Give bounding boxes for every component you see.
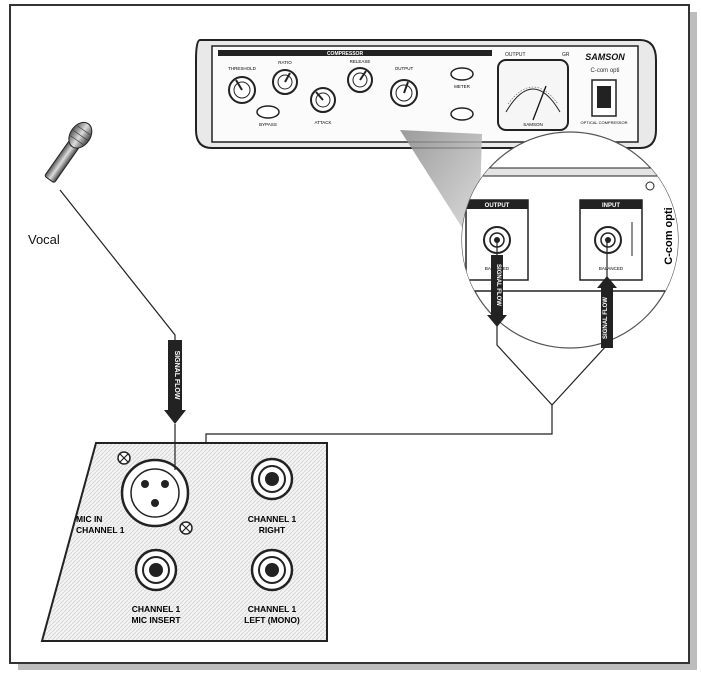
output-knob-label: OUTPUT	[395, 66, 414, 71]
channel-1-left-label-1: CHANNEL 1	[248, 604, 297, 614]
mic-in-channel-label: CHANNEL 1	[76, 525, 125, 535]
compressor-title-bar	[218, 50, 492, 56]
threshold-knob[interactable]: THRESHOLD	[228, 66, 257, 104]
attack-label: ATTACK	[314, 120, 331, 125]
output-signal-flow-arrow: SIGNAL FLOW	[487, 255, 507, 327]
output-signal-flow-label: SIGNAL FLOW	[495, 264, 501, 306]
meter-label: METER	[454, 84, 471, 89]
vu-needle	[532, 85, 547, 121]
attack-knob[interactable]: ATTACK	[310, 87, 336, 125]
meter-button[interactable]: METER	[450, 67, 474, 89]
xlr-pin	[141, 480, 149, 488]
output-knob[interactable]: OUTPUT	[390, 66, 418, 107]
microphone-icon	[44, 121, 93, 183]
input-jack[interactable]	[594, 226, 622, 254]
channel-1-left-label-2: LEFT (MONO)	[244, 615, 300, 625]
compressor-section-title: COMPRESSOR	[327, 51, 364, 57]
brand-logo: SAMSON	[585, 52, 625, 62]
threshold-label: THRESHOLD	[228, 66, 257, 71]
bypass-label: BYPASS	[259, 122, 277, 127]
vocal-label: Vocal	[28, 232, 60, 247]
screw-icon	[179, 521, 193, 535]
input-signal-flow-label: SIGNAL FLOW	[603, 297, 609, 339]
channel-1-right-jack[interactable]	[250, 457, 294, 501]
channel-1-insert-label-2: MIC INSERT	[131, 615, 181, 625]
channel-1-insert-label-1: CHANNEL 1	[132, 604, 181, 614]
compressor-front-panel	[211, 45, 639, 143]
ratio-knob[interactable]: RATIO	[272, 60, 298, 95]
model-name: C-com opti	[590, 68, 619, 74]
channel-1-right-label-2: RIGHT	[259, 525, 286, 535]
bypass-button[interactable]: BYPASS	[256, 105, 280, 127]
mic-signal-flow-label: SIGNAL FLOW	[173, 351, 180, 400]
vu-brand: SAMSON	[523, 122, 543, 127]
compressor-gr-label: GR	[562, 52, 570, 58]
mic-signal-flow-arrow: SIGNAL FLOW	[164, 340, 186, 424]
channel-1-left-mono-jack[interactable]	[250, 548, 294, 592]
zoom-output-label: OUTPUT	[485, 203, 510, 209]
compressor-output-label: OUTPUT	[505, 52, 526, 58]
release-label: RELEASE	[350, 59, 371, 64]
compressor-unit: COMPRESSOR OUTPUT GR THRESHOLD RATIO ATT…	[195, 39, 657, 149]
ratio-label: RATIO	[278, 60, 292, 65]
power-caption: OPTICAL COMPRESSOR	[581, 120, 628, 125]
power-switch[interactable]	[591, 79, 617, 117]
zoom-input-label: INPUT	[602, 203, 620, 209]
xlr-pin	[161, 480, 169, 488]
zoom-model-label: C-com opti	[663, 207, 675, 264]
xlr-pin	[151, 499, 159, 507]
vu-meter: SAMSON	[497, 59, 569, 131]
release-knob[interactable]: RELEASE	[347, 59, 373, 93]
mixer-panel: MIC IN CHANNEL 1 CHANNEL 1 RIGHT CHANNEL…	[40, 442, 328, 642]
mic-in-label: MIC IN	[76, 514, 102, 524]
channel-1-right-label-1: CHANNEL 1	[248, 514, 297, 524]
channel-1-mic-insert-jack[interactable]	[134, 548, 178, 592]
aux-button[interactable]	[450, 107, 474, 121]
xlr-mic-input[interactable]	[120, 458, 190, 528]
input-signal-flow-arrow: SIGNAL FLOW	[597, 276, 617, 348]
magnifier-cone	[400, 130, 482, 240]
screw-icon	[117, 451, 131, 465]
input-balanced-label: BALANCED	[599, 266, 624, 271]
